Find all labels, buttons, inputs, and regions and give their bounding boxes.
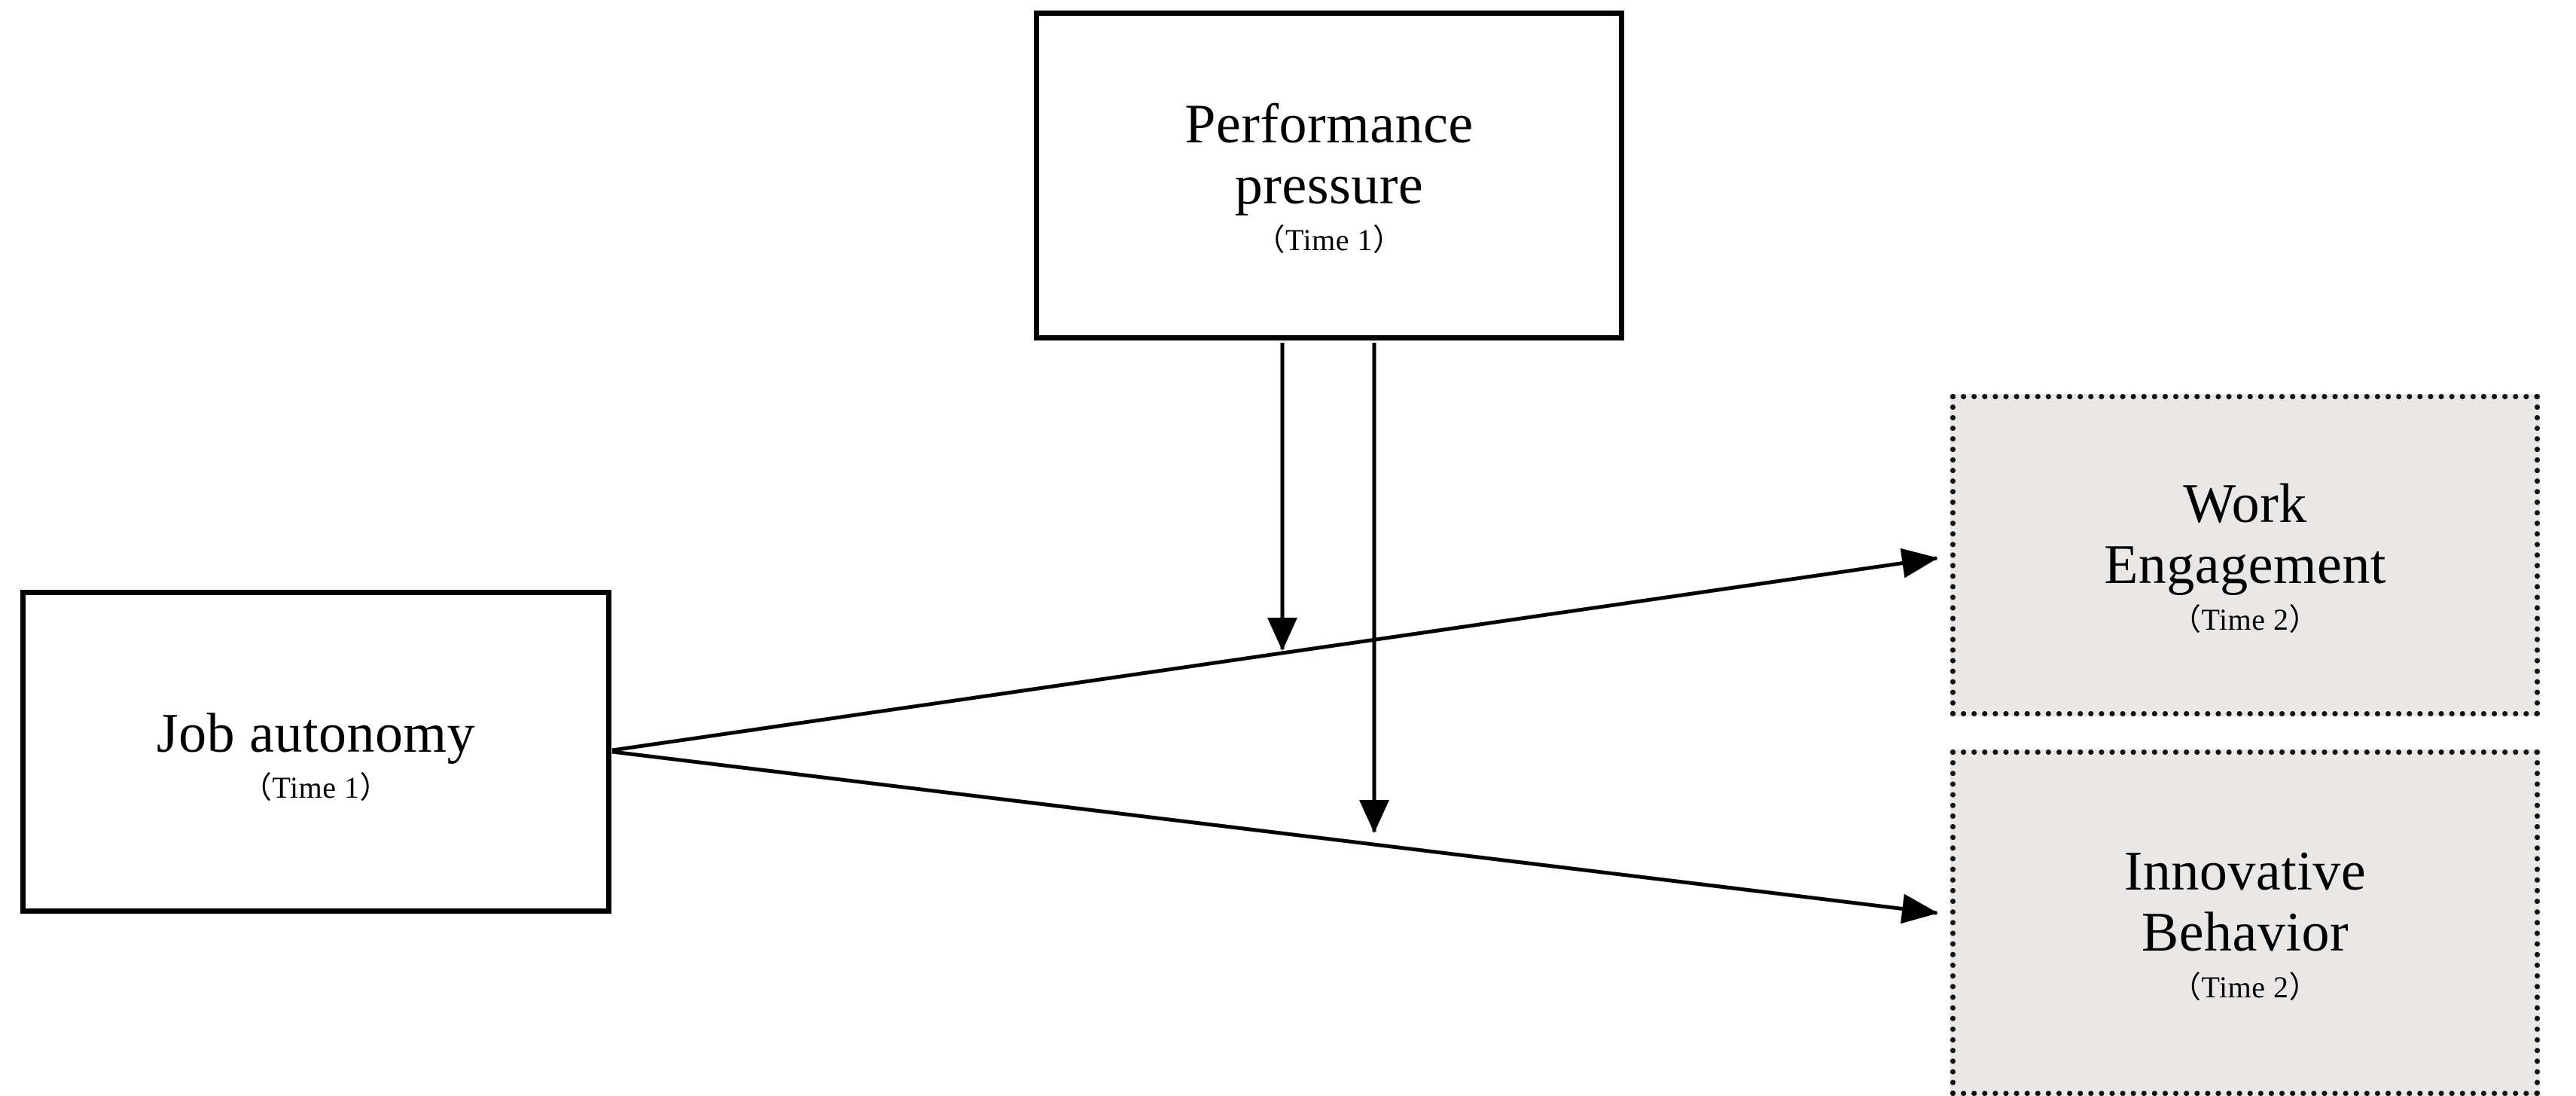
node-performance-pressure-title: Performance pressure <box>1184 93 1474 216</box>
node-work-engagement-time-label: （Time 2） <box>2170 602 2319 637</box>
node-performance-pressure: Performance pressure （Time 1） <box>1034 11 1624 340</box>
node-innovative-behavior: Innovative Behavior （Time 2） <box>1950 749 2540 1096</box>
node-work-engagement-title: Work Engagement <box>2104 473 2386 596</box>
node-job-autonomy-time-label: （Time 1） <box>241 771 390 805</box>
node-performance-pressure-time-label: （Time 1） <box>1254 222 1404 257</box>
node-work-engagement: Work Engagement （Time 2） <box>1950 394 2540 716</box>
node-job-autonomy: Job autonomy （Time 1） <box>20 590 611 914</box>
arrow-job-autonomy-to-innovative-behavior <box>611 749 1938 924</box>
node-job-autonomy-title: Job autonomy <box>156 702 476 765</box>
node-innovative-behavior-title: Innovative Behavior <box>2123 841 2367 963</box>
node-innovative-behavior-time-label: （Time 2） <box>2170 969 2319 1004</box>
arrow-job-autonomy-to-work-engagement <box>611 548 1938 753</box>
